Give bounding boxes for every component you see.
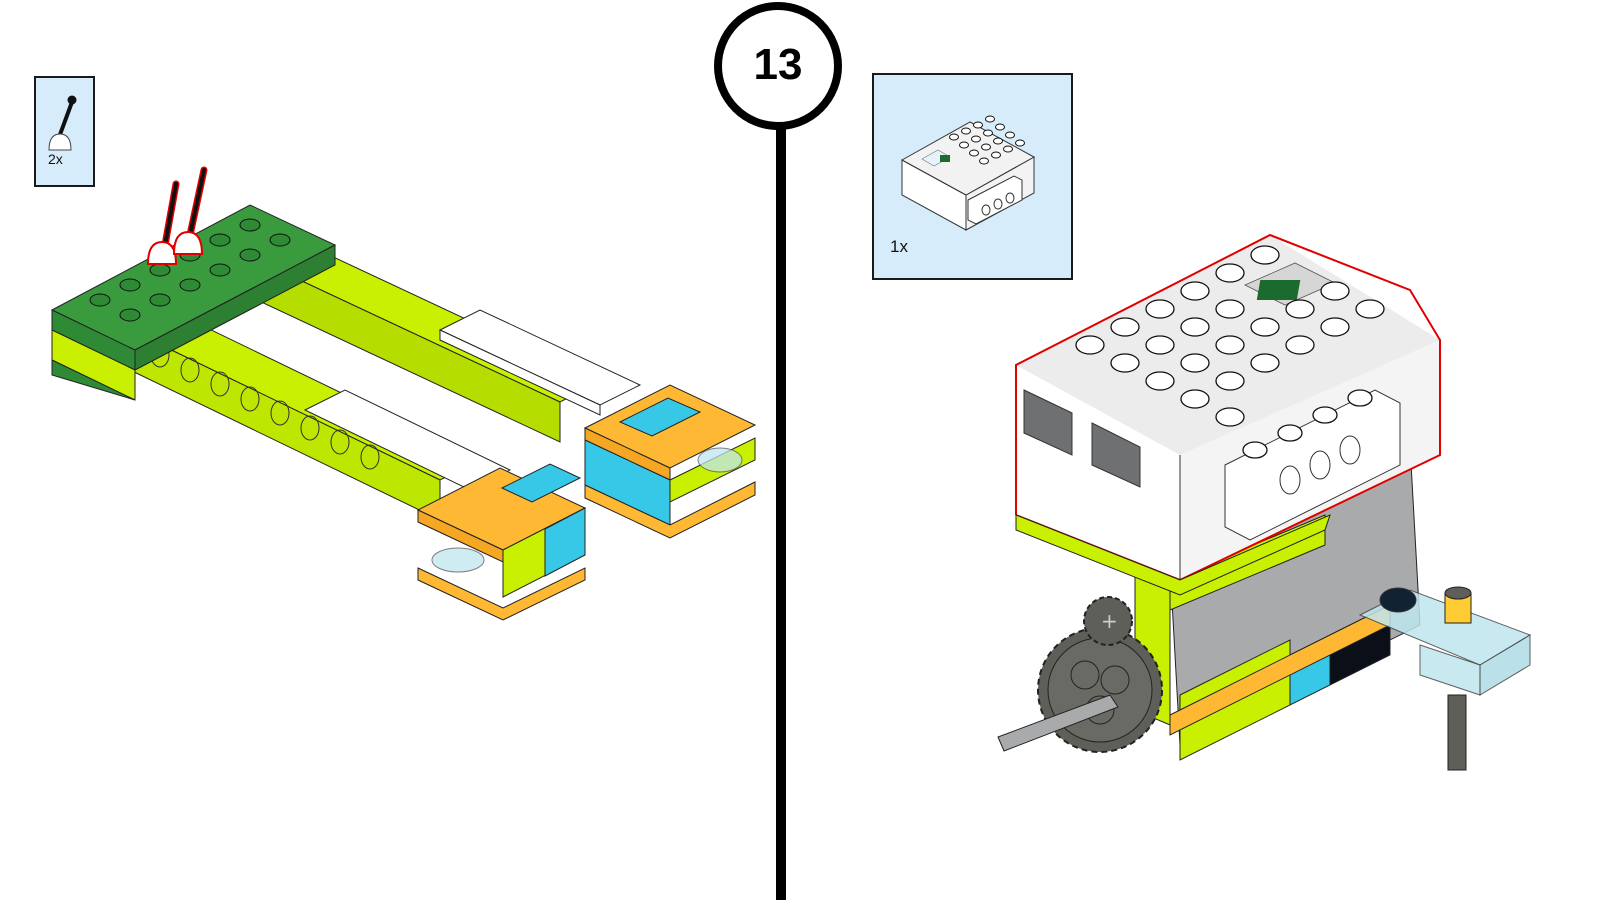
quantity-label: 2x xyxy=(48,151,63,167)
parts-callout-left: 2x xyxy=(34,76,95,187)
orange-azure-assembly-back xyxy=(583,384,757,539)
smarthub-highlighted xyxy=(1015,233,1441,596)
white-plate-front xyxy=(303,389,512,491)
step-divider-line xyxy=(776,128,786,900)
lever-parts-highlighted xyxy=(146,166,208,265)
gear-small: + xyxy=(1083,596,1133,646)
quantity-label: 1x xyxy=(890,237,908,256)
step-number-badge: 13 xyxy=(714,2,842,130)
white-plate-back xyxy=(438,309,642,416)
port-b xyxy=(1091,422,1141,488)
parts-callout-right: 1x xyxy=(872,73,1073,280)
gear-large xyxy=(1037,627,1163,753)
smarthub-icon xyxy=(900,115,1036,231)
lever-icon xyxy=(48,95,77,151)
orange-azure-assembly-front xyxy=(416,463,587,621)
assembly-right-model: + xyxy=(997,233,1532,771)
white-technic-brick xyxy=(1224,389,1401,541)
dark-green-plate xyxy=(50,204,337,401)
port-a xyxy=(1023,389,1073,456)
step-number: 13 xyxy=(753,40,803,89)
assembly-left-model xyxy=(50,166,757,621)
motor-body xyxy=(1169,444,1421,761)
axle xyxy=(997,694,1119,752)
svg-text:+: + xyxy=(1101,609,1118,633)
trans-brick-assembly xyxy=(1358,586,1532,771)
